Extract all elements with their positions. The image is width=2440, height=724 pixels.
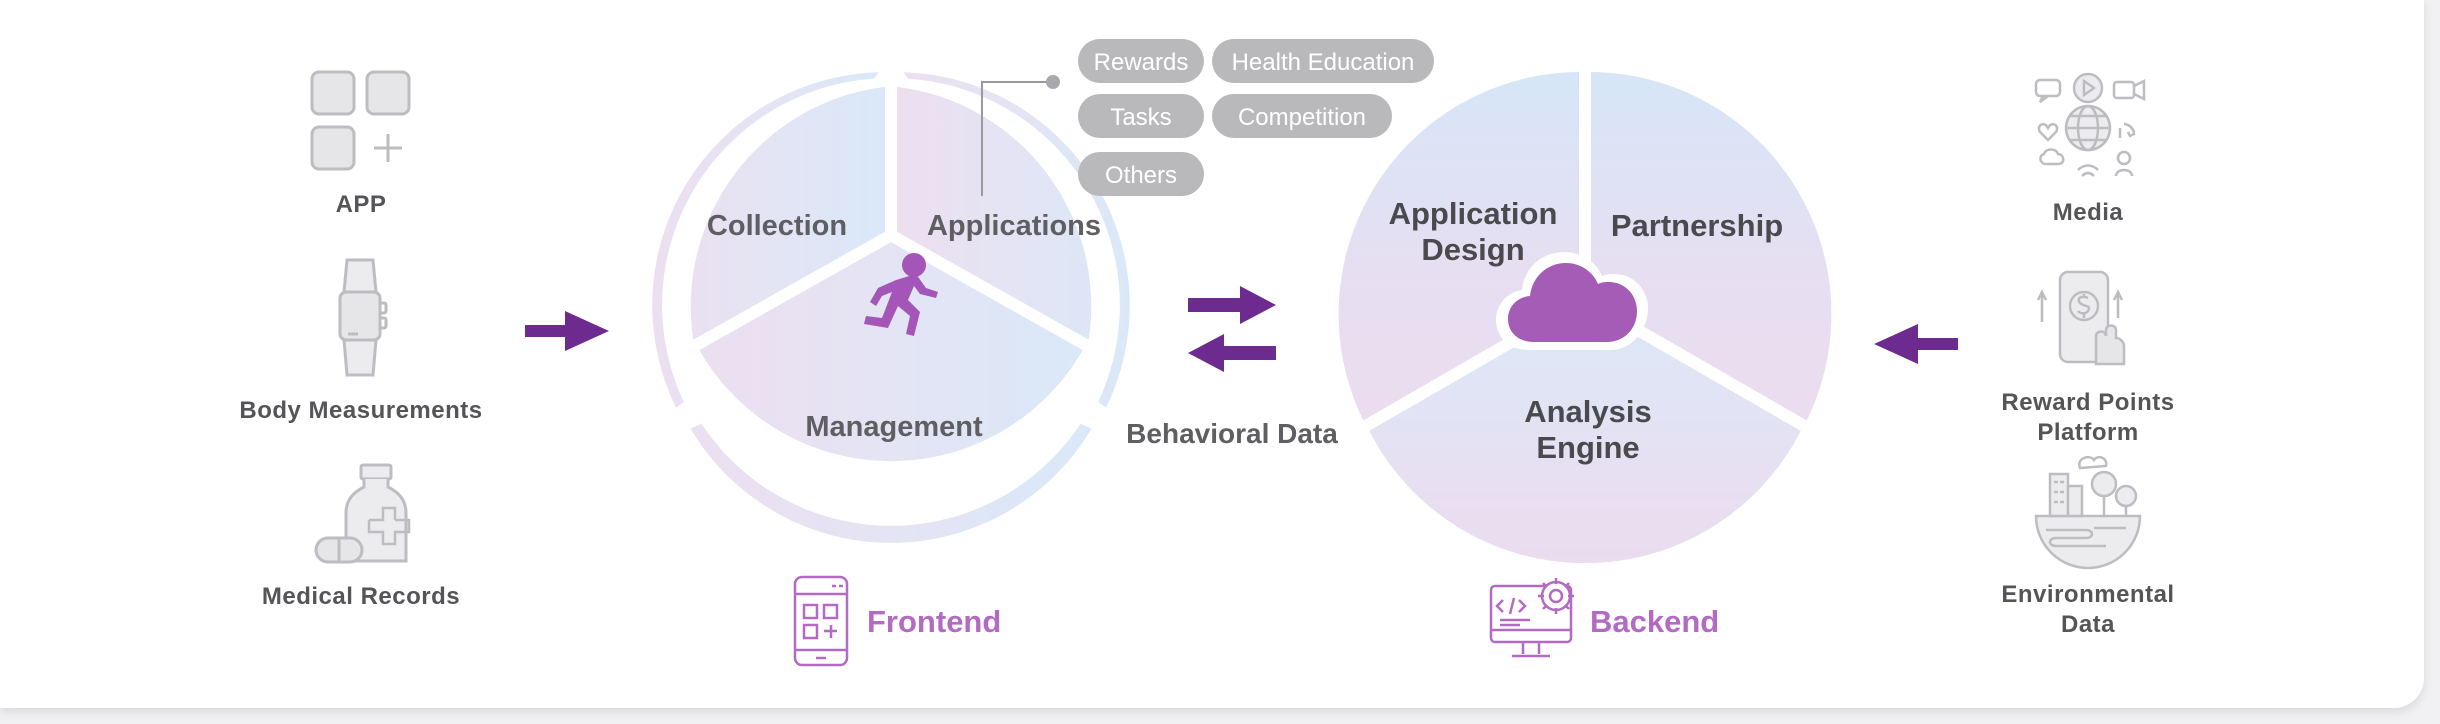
exchange-arrows xyxy=(1188,286,1276,372)
svg-text:Others: Others xyxy=(1105,162,1177,189)
pill-rewards: Rewards xyxy=(1078,39,1204,83)
source-label-reward-points-1: Reward Points xyxy=(2001,389,2174,416)
city-landscape-icon xyxy=(2034,455,2142,570)
cloud-icon xyxy=(1496,252,1648,350)
segment-label-partnership: Partnership xyxy=(1611,208,1783,243)
source-app: APP xyxy=(310,70,411,218)
pill-others: Others xyxy=(1078,152,1204,196)
segment-label-application-design-2: Design xyxy=(1421,232,1524,267)
code-monitor-gear-icon xyxy=(1489,578,1574,658)
backend-segment-partnership xyxy=(1591,72,1832,421)
source-media: Media xyxy=(2034,72,2146,226)
segment-label-management: Management xyxy=(805,411,983,443)
segment-label-analysis-engine-2: Engine xyxy=(1536,430,1639,465)
applications-callout-line xyxy=(981,81,1053,196)
runner-icon xyxy=(864,253,938,336)
source-label-app: APP xyxy=(336,191,387,218)
source-label-media: Media xyxy=(2053,199,2124,226)
frontend-segment-management xyxy=(690,242,1092,543)
source-label-environmental-1: Environmental xyxy=(2001,581,2174,608)
source-medical-records: Medical Records xyxy=(262,463,460,610)
source-label-environmental-2: Data xyxy=(2061,611,2115,638)
source-body-measurements: Body Measurements xyxy=(239,258,482,424)
segment-label-collection: Collection xyxy=(707,210,847,242)
svg-text:Health Education: Health Education xyxy=(1232,49,1415,76)
backend-segment-application-design xyxy=(1338,72,1579,421)
smartwatch-icon xyxy=(338,258,388,377)
frontend-ring xyxy=(652,72,1130,543)
frontend-segment-applications xyxy=(897,72,1130,408)
source-environmental-data: Environmental Data xyxy=(2001,455,2174,638)
frontend-segment-collection xyxy=(652,72,885,408)
backend-pie xyxy=(1338,72,1832,564)
mobile-qr-icon xyxy=(793,575,849,667)
source-reward-points-platform: Reward Points Platform xyxy=(2001,270,2174,446)
pill-tasks: Tasks xyxy=(1078,94,1204,138)
pill-competition: Competition xyxy=(1212,94,1392,138)
backend-label-group: Backend xyxy=(1489,578,1719,658)
backend-segment-analysis-engine xyxy=(1369,306,1801,564)
phone-hand-dollar-icon xyxy=(2036,270,2126,366)
frontend-label-group: Frontend xyxy=(793,575,1001,667)
input-arrow-left xyxy=(525,311,609,351)
arrow-to-backend xyxy=(1188,286,1276,324)
pill-health-education: Health Education xyxy=(1212,39,1434,83)
segment-label-application-design-1: Application xyxy=(1389,196,1558,231)
callout-dot xyxy=(1046,75,1060,89)
backend-label: Backend xyxy=(1590,604,1719,639)
app-grid-icon xyxy=(310,70,411,171)
frontend-label: Frontend xyxy=(867,604,1001,639)
arrow-to-frontend xyxy=(1188,334,1276,372)
svg-text:Rewards: Rewards xyxy=(1094,49,1189,76)
source-label-body-measurements: Body Measurements xyxy=(239,397,482,424)
application-pills: Rewards Health Education Tasks Competiti… xyxy=(1078,39,1434,196)
svg-text:Tasks: Tasks xyxy=(1110,104,1171,131)
media-globe-icon xyxy=(2034,72,2146,177)
behavioral-data-label: Behavioral Data xyxy=(1126,418,1338,449)
input-arrow-right xyxy=(1874,324,1958,364)
segment-label-applications: Applications xyxy=(927,210,1101,242)
medicine-bottle-icon xyxy=(314,463,411,564)
svg-text:Competition: Competition xyxy=(1238,104,1366,131)
source-label-reward-points-2: Platform xyxy=(2037,419,2138,446)
segment-label-analysis-engine-1: Analysis xyxy=(1524,394,1652,429)
source-label-medical-records: Medical Records xyxy=(262,583,460,610)
